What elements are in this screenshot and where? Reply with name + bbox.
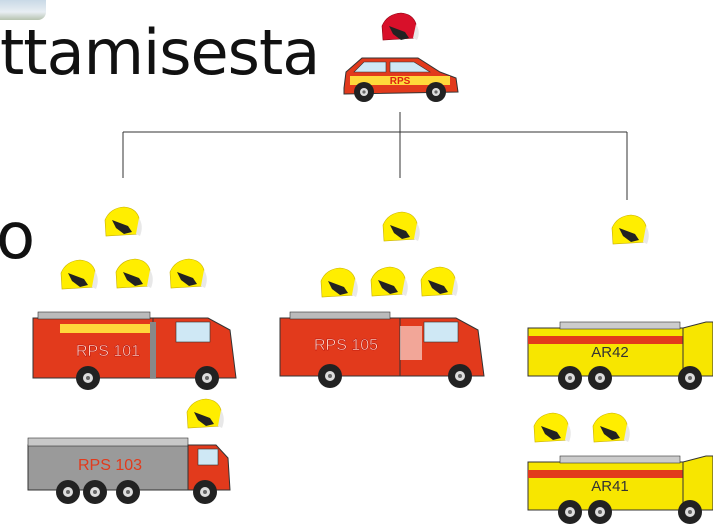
commander-red-helmet-icon	[381, 12, 419, 41]
truck-101-label: RPS 101	[76, 343, 140, 360]
cropped-left-letter: o	[0, 200, 36, 274]
tanker-103-label: RPS 103	[78, 457, 142, 474]
tanker-103-icon: RPS 103	[27, 437, 231, 504]
fire-truck-105-icon: RPS 105	[279, 311, 485, 388]
slide-title: ttamisesta	[0, 16, 320, 89]
ar41-label: AR41	[591, 478, 629, 495]
command-car-icon: RPS	[343, 57, 459, 102]
corner-photo	[0, 0, 46, 20]
ar42-label: AR42	[591, 344, 629, 361]
helmet-group-middle	[320, 211, 459, 298]
airport-truck-ar42-icon: AR42	[527, 321, 713, 390]
command-car-label: RPS	[390, 76, 411, 87]
truck-105-label: RPS 105	[314, 337, 378, 354]
fire-truck-101-icon: RPS 101	[32, 311, 237, 390]
airport-truck-ar41-icon: AR41	[527, 455, 713, 524]
connector-lines	[122, 112, 628, 200]
